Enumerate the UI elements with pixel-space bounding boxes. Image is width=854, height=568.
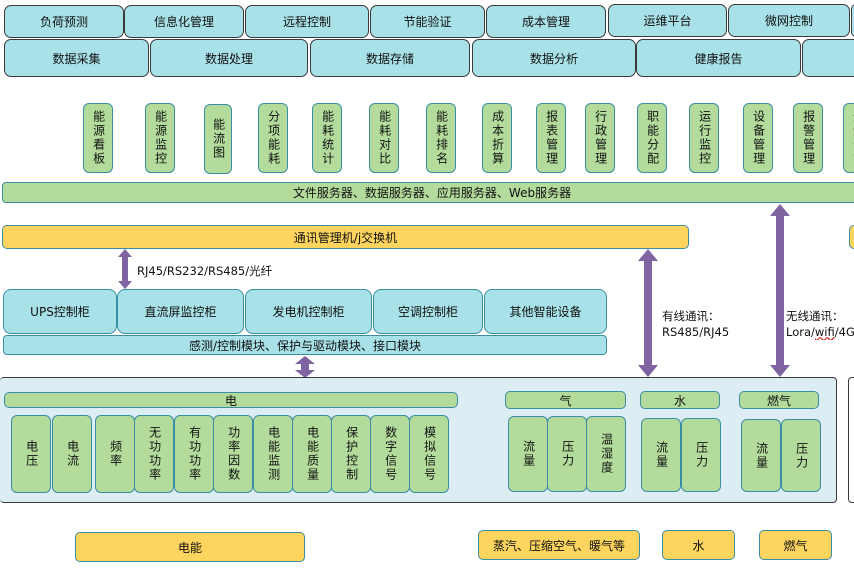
function-box[interactable]: 职能分配 — [637, 103, 667, 173]
server-bar: 文件服务器、数据服务器、应用服务器、Web服务器 — [2, 182, 854, 203]
source-electricity: 电能 — [75, 532, 305, 562]
module-offscreen-2[interactable] — [802, 39, 854, 77]
electric-header: 电 — [4, 392, 458, 408]
module-data-analysis[interactable]: 数据分析 — [472, 39, 636, 77]
bidirectional-arrow-icon — [295, 356, 315, 378]
module-info-management[interactable]: 信息化管理 — [124, 5, 244, 38]
sensor-panel-right — [848, 377, 854, 503]
wireless-prefix: Lora/ — [786, 324, 815, 339]
wired-label: 有线通讯： RS485/RJ45 — [662, 309, 729, 340]
electric-param-box[interactable]: 功率因数 — [213, 415, 253, 493]
module-remote-control[interactable]: 远程控制 — [245, 5, 369, 38]
electric-param-box[interactable]: 电能质量 — [292, 415, 332, 493]
fuel-gas-param-box[interactable]: 流量 — [741, 419, 781, 492]
fuel-gas-param-box[interactable]: 压力 — [781, 419, 821, 492]
module-energy-verification[interactable]: 节能验证 — [370, 5, 485, 38]
electric-param-box[interactable]: 数字信号 — [370, 415, 410, 493]
water-param-box[interactable]: 压力 — [681, 418, 721, 492]
comm-manager-bar-right — [849, 225, 854, 249]
cabinet-aircon[interactable]: 空调控制柜 — [373, 289, 483, 334]
wired-label-title: 有线通讯： — [662, 309, 720, 323]
electric-param-box[interactable]: 电压 — [11, 415, 51, 493]
function-box[interactable]: 运行监控 — [689, 103, 719, 173]
cabinet-generator[interactable]: 发电机控制柜 — [245, 289, 372, 334]
source-steam-air-heating: 蒸汽、压缩空气、暖气等 — [478, 530, 640, 560]
comm-manager-bar: 通讯管理机/j交换机 — [2, 225, 689, 249]
function-box[interactable]: 行政管理 — [585, 103, 615, 173]
water-header: 水 — [640, 391, 720, 409]
electric-param-box[interactable]: 保护控制 — [331, 415, 371, 493]
wireless-label-value: Lora/wifi/4G — [786, 325, 854, 341]
module-bar: 感测/控制模块、保护与驱动模块、接口模块 — [3, 335, 607, 355]
module-health-report[interactable]: 健康报告 — [636, 39, 801, 77]
function-box[interactable]: 报表管理 — [536, 103, 566, 173]
gas-header: 气 — [505, 391, 626, 409]
wireless-bidirectional-arrow-icon — [770, 204, 790, 377]
module-microgrid-control[interactable]: 微网控制 — [728, 4, 850, 37]
module-ops-platform[interactable]: 运维平台 — [608, 4, 727, 37]
electric-param-box[interactable]: 有功功率 — [174, 415, 214, 493]
source-water: 水 — [662, 530, 735, 560]
module-cost-management[interactable]: 成本管理 — [486, 5, 606, 38]
function-box[interactable]: 分项能耗 — [258, 103, 288, 173]
function-box[interactable]: 能耗统计 — [312, 103, 342, 173]
link-label-left: RJ45/RS232/RS485/光纤 — [137, 264, 273, 278]
water-param-box[interactable]: 流量 — [641, 418, 681, 492]
electric-param-box[interactable]: 电流 — [52, 415, 92, 493]
function-box[interactable]: 通知分管 — [843, 103, 854, 173]
gas-param-box[interactable]: 压力 — [547, 416, 587, 492]
module-data-collection[interactable]: 数据采集 — [4, 39, 149, 77]
function-box[interactable]: 能源监控 — [145, 103, 175, 173]
function-box[interactable]: 能源看板 — [83, 103, 113, 173]
module-data-processing[interactable]: 数据处理 — [150, 39, 308, 77]
cabinet-ups[interactable]: UPS控制柜 — [3, 289, 117, 334]
function-box[interactable]: 报警管理 — [793, 103, 823, 173]
cabinet-other-devices[interactable]: 其他智能设备 — [484, 289, 607, 334]
wireless-suffix: /4G — [834, 324, 854, 339]
wireless-label-title: 无线通讯： — [786, 309, 844, 323]
cabinet-dc-screen[interactable]: 直流屏监控柜 — [117, 289, 244, 334]
wireless-wifi: wifi — [814, 324, 835, 339]
wired-label-value: RS485/RJ45 — [662, 324, 730, 339]
electric-param-box[interactable]: 电能监测 — [253, 415, 293, 493]
function-box[interactable]: 能耗对比 — [369, 103, 399, 173]
fuel-gas-header: 燃气 — [739, 391, 819, 409]
electric-param-box[interactable]: 无功功率 — [134, 415, 174, 493]
module-data-storage[interactable]: 数据存储 — [310, 39, 470, 77]
module-load-forecast[interactable]: 负荷预测 — [4, 5, 124, 38]
source-fuel-gas: 燃气 — [759, 530, 832, 560]
wired-bidirectional-arrow-icon — [638, 249, 658, 377]
gas-param-box[interactable]: 温湿度 — [586, 416, 626, 492]
function-box[interactable]: 能流图 — [204, 104, 232, 174]
electric-param-box[interactable]: 模拟信号 — [409, 415, 449, 493]
function-box[interactable]: 成本折算 — [482, 103, 512, 173]
gas-param-box[interactable]: 流量 — [508, 416, 548, 492]
wireless-label: 无线通讯： Lora/wifi/4G — [786, 309, 854, 340]
electric-param-box[interactable]: 频率 — [95, 415, 135, 493]
bidirectional-arrow-icon — [118, 249, 132, 289]
function-box[interactable]: 设备管理 — [743, 103, 773, 173]
function-box[interactable]: 能耗排名 — [426, 103, 456, 173]
